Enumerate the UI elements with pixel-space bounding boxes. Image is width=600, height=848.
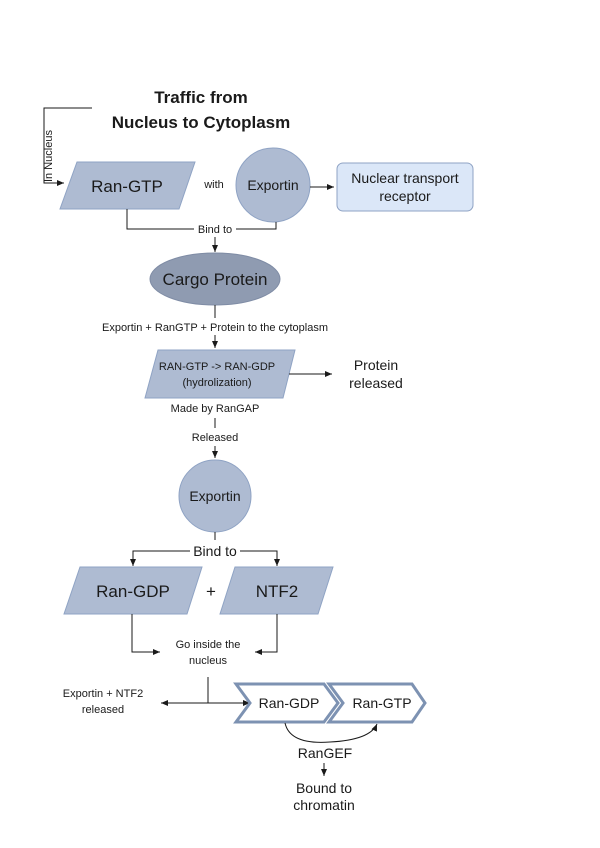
with-label: with xyxy=(203,179,224,191)
title-line-2: Nucleus to Cytoplasm xyxy=(112,113,291,132)
ran-gdp-chevron-node xyxy=(233,682,340,724)
in-nucleus-label: In Nucleus xyxy=(43,130,55,182)
bound-line-2: chromatin xyxy=(293,797,354,813)
hydrolysis-node xyxy=(144,349,296,399)
protein-released-line-1: Protein xyxy=(354,357,398,373)
bind-to-label-1: Bind to xyxy=(198,224,232,236)
rangef-curve-edge xyxy=(284,722,378,743)
bind-to-edge-right xyxy=(236,222,277,230)
ran-gtp-chevron-node xyxy=(326,682,427,724)
ran-gdp-label: Ran-GDP xyxy=(96,582,170,601)
made-by-label: Made by RanGAP xyxy=(171,403,260,415)
rangef-label: RanGEF xyxy=(298,745,352,761)
bind-to-2-left-edge xyxy=(130,550,190,566)
nuclear-receptor-line-2: receptor xyxy=(379,188,431,204)
cargo-protein-label: Cargo Protein xyxy=(163,270,268,289)
bound-line-1: Bound to xyxy=(296,780,352,796)
exportin-ntf2-released-line-2: released xyxy=(82,704,124,716)
to-cytoplasm-label: Exportin + RanGTP + Protein to the cytop… xyxy=(102,322,328,334)
go-inside-line-2: nucleus xyxy=(189,655,227,667)
nuclear-receptor-line-1: Nuclear transport xyxy=(351,170,458,186)
bind-to-label-2: Bind to xyxy=(193,543,237,559)
ran-gdp-chevron-label: Ran-GDP xyxy=(259,695,320,711)
ntf2-label: NTF2 xyxy=(256,582,299,601)
protein-released-line-2: released xyxy=(349,375,403,391)
bind-to-edge-left xyxy=(126,209,194,230)
ran-gtp-label: Ran-GTP xyxy=(91,177,163,196)
go-inside-line-1: Go inside the xyxy=(176,639,241,651)
nuclear-receptor-node xyxy=(336,162,474,212)
exportin-top-label: Exportin xyxy=(247,177,298,193)
plus-label: + xyxy=(206,582,216,601)
in-nucleus-edge xyxy=(43,107,92,186)
exportin-ntf2-released-line-1: Exportin + NTF2 xyxy=(63,688,143,700)
ran-gdp-to-nucleus-edge xyxy=(131,614,160,655)
ntf2-to-nucleus-edge xyxy=(255,614,278,655)
ran-gtp-chevron-label: Ran-GTP xyxy=(352,695,411,711)
hydrolysis-line-1: RAN-GTP -> RAN-GDP xyxy=(159,361,275,373)
released-label: Released xyxy=(192,432,238,444)
ran-gdp-node xyxy=(63,566,203,615)
hydrolysis-line-2: (hydrolization) xyxy=(182,377,251,389)
ran-gtp-node xyxy=(59,161,196,210)
ntf2-node xyxy=(219,566,334,615)
exportin-mid-label: Exportin xyxy=(189,488,240,504)
bind-to-2-right-edge xyxy=(240,550,280,566)
title-line-1: Traffic from xyxy=(154,88,248,107)
exportin-top-node xyxy=(235,147,311,223)
